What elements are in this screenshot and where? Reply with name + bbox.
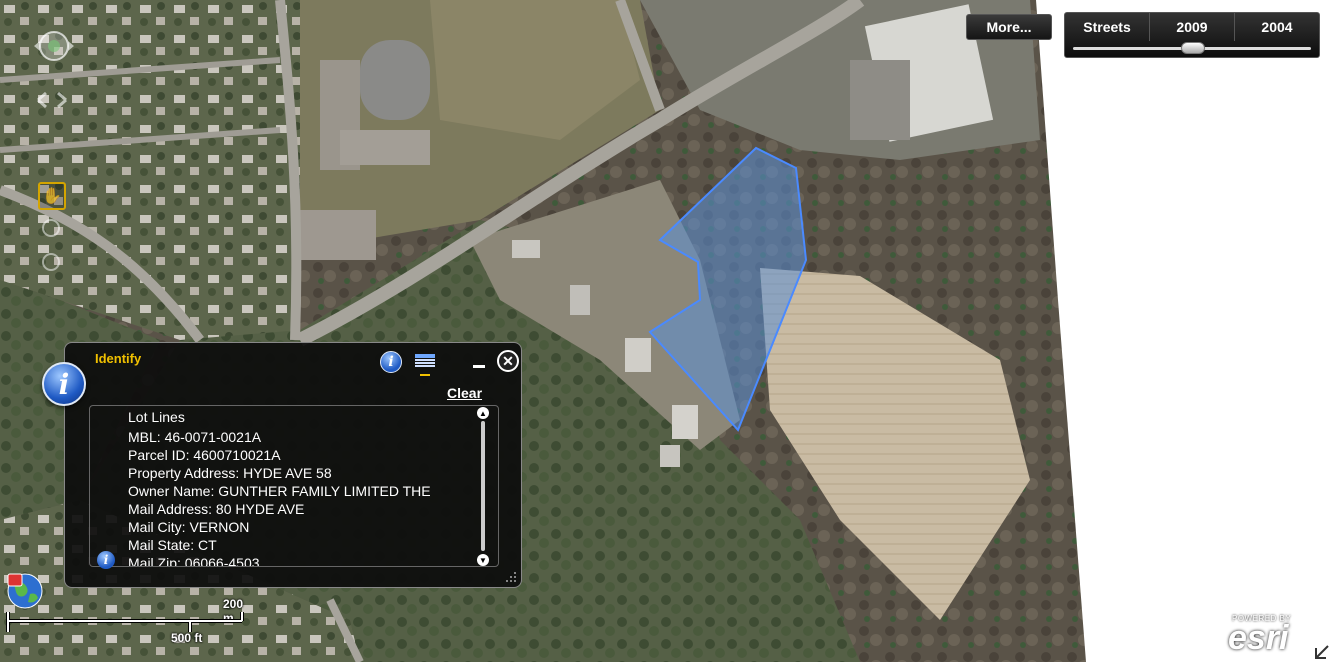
scrollbar-thumb[interactable]: [481, 421, 485, 551]
powered-by-text: POWERED BY: [1232, 614, 1292, 623]
attribute-row: Mail Address: 80 HYDE AVE: [128, 501, 305, 517]
identify-panel: Identify i ✕ Clear Lot Lines MBL: 46-007…: [64, 342, 522, 588]
more-button[interactable]: More...: [966, 14, 1052, 40]
table-icon[interactable]: [415, 354, 435, 368]
minimize-button[interactable]: [473, 365, 485, 368]
pan-hand-icon[interactable]: ✋: [38, 182, 66, 210]
results-scrollbar[interactable]: ▲ ▼: [475, 407, 491, 567]
layer-name: Lot Lines: [128, 409, 185, 425]
tab-2009[interactable]: 2009: [1150, 13, 1235, 41]
corner-expand-icon[interactable]: [1310, 640, 1332, 662]
scale-metric-label: 200 m: [223, 597, 244, 625]
attribute-row: Mail Zip: 06066-4503: [128, 555, 260, 567]
attribute-row: Mail City: VERNON: [128, 519, 250, 535]
esri-logo: POWERED BY esri: [1226, 612, 1308, 658]
info-icon[interactable]: i: [97, 551, 115, 569]
attribute-row: MBL: 46-0071-0021A: [128, 429, 262, 445]
basemap-switcher: Streets 2009 2004: [1064, 12, 1320, 58]
scale-imperial-label: 500 ft: [171, 631, 203, 645]
basemap-slider-thumb[interactable]: [1181, 42, 1205, 54]
scale-bar: 200 m 500 ft: [6, 597, 246, 645]
resize-grip-icon[interactable]: [505, 571, 517, 583]
attribute-row: Property Address: HYDE AVE 58: [128, 465, 332, 481]
tab-streets[interactable]: Streets: [1065, 13, 1150, 41]
selected-parcel: [648, 146, 808, 432]
attribute-row: Parcel ID: 4600710021A: [128, 447, 281, 463]
identify-info-icon[interactable]: i: [42, 362, 86, 406]
esri-wordmark: esri: [1228, 619, 1289, 657]
info-icon[interactable]: i: [380, 351, 402, 373]
attribute-row: Owner Name: GUNTHER FAMILY LIMITED THE: [128, 483, 431, 499]
attribute-row: Mail State: CT: [128, 537, 217, 553]
tab-2004[interactable]: 2004: [1261, 19, 1293, 35]
clear-link[interactable]: Clear: [447, 385, 483, 401]
globe-icon[interactable]: [6, 572, 44, 610]
scroll-up-icon[interactable]: ▲: [477, 407, 489, 419]
scroll-down-icon[interactable]: ▼: [477, 554, 489, 566]
identify-results-list: Lot Lines MBL: 46-0071-0021A Parcel ID: …: [89, 405, 499, 567]
identify-title: Identify: [95, 351, 142, 366]
close-button[interactable]: ✕: [497, 350, 519, 372]
close-icon: ✕: [502, 352, 514, 369]
pan-compass-icon[interactable]: [30, 28, 78, 64]
active-view-indicator: [420, 374, 430, 376]
zoom-arrows-icon[interactable]: [30, 90, 74, 110]
zoom-slider-icon[interactable]: [38, 218, 64, 274]
